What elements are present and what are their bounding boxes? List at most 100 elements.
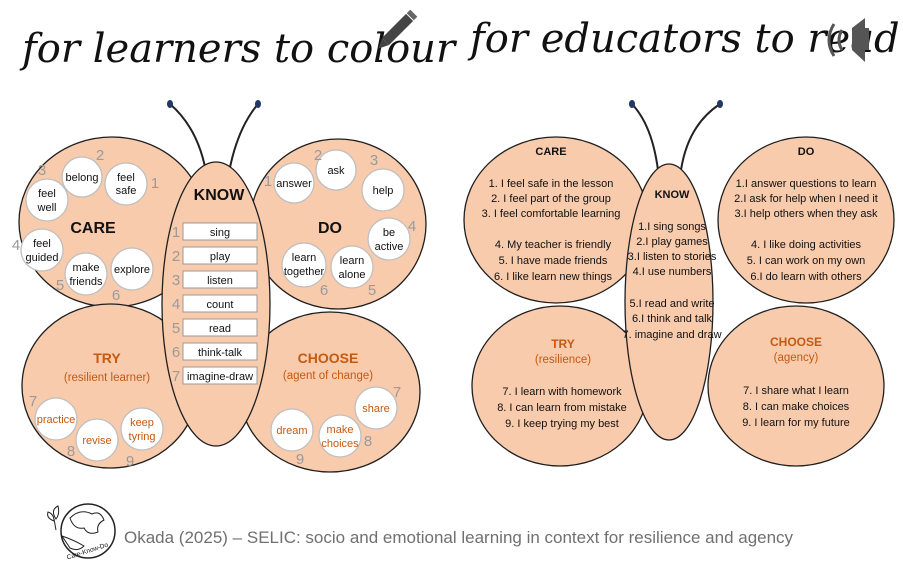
know-body [624, 163, 714, 441]
svg-text:feel: feel [38, 188, 56, 200]
svg-text:2: 2 [96, 147, 104, 164]
try-bubble[interactable]: practice 7 [29, 393, 78, 441]
speaker-icon[interactable] [827, 18, 869, 62]
svg-text:belong: belong [65, 172, 98, 184]
svg-text:3: 3 [370, 152, 378, 169]
do-bubble[interactable]: learn together 6 [281, 242, 328, 299]
svg-text:7: 7 [393, 384, 401, 401]
svg-text:help: help [373, 185, 394, 197]
svg-text:feel: feel [33, 238, 51, 250]
left-antenna [631, 103, 659, 171]
care-bubble[interactable]: feel guided 4 [12, 228, 64, 272]
pencil-icon [378, 9, 418, 49]
svg-text:be: be [383, 227, 395, 239]
choose-title: CHOOSE [298, 350, 359, 366]
svg-text:safe: safe [116, 185, 137, 197]
do-statement: 6.I do learn with others [750, 271, 862, 283]
svg-text:3: 3 [38, 162, 46, 179]
svg-text:practice: practice [37, 414, 76, 426]
care-bubble[interactable]: make friends 5 [56, 252, 108, 296]
know-item[interactable]: 5 read [172, 318, 258, 337]
svg-text:together: together [284, 266, 325, 278]
do-statement: 5. I can work on my own [747, 255, 866, 267]
do-bubble[interactable]: ask 2 [314, 147, 357, 191]
care-title: CARE [70, 220, 116, 237]
svg-text:sing: sing [210, 227, 230, 239]
do-statement: 1.I answer questions to learn [736, 178, 877, 190]
know-statement: 2.I play games [636, 236, 708, 248]
choose-bubble[interactable]: share 7 [354, 384, 401, 430]
do-bubble[interactable]: help 3 [361, 152, 405, 212]
try-statement: 9. I keep trying my best [505, 418, 619, 430]
svg-text:listen: listen [207, 275, 233, 287]
choose-bubble[interactable]: make choices 8 [318, 414, 372, 458]
know-statement: 4.I use numbers [633, 266, 712, 278]
try-title: TRY [551, 337, 575, 351]
svg-text:answer: answer [276, 178, 312, 190]
care-statement: 1. I feel safe in the lesson [489, 178, 614, 190]
care-statement: 6. I like learn new things [494, 271, 613, 283]
svg-text:friends: friends [69, 276, 103, 288]
know-item[interactable]: 7 imagine-draw [172, 366, 258, 385]
try-statement: 8. I can learn from mistake [497, 402, 627, 414]
know-item[interactable]: 4 count [172, 294, 258, 313]
svg-text:well: well [37, 202, 57, 214]
try-bubble[interactable]: revise 8 [67, 418, 119, 462]
svg-text:count: count [207, 299, 234, 311]
svg-text:learn: learn [292, 252, 316, 264]
svg-text:share: share [362, 403, 390, 415]
choose-statement: 8. I can make choices [743, 401, 850, 413]
know-item[interactable]: 3 listen [172, 270, 258, 289]
choose-bubble[interactable]: dream 9 [270, 408, 314, 468]
care-statement: 4. My teacher is friendly [495, 239, 612, 251]
know-title: KNOW [194, 187, 246, 204]
know-title: KNOW [655, 189, 690, 201]
svg-text:keep: keep [130, 417, 154, 429]
choose-statement: 7. I share what I learn [743, 385, 849, 397]
do-wing [717, 136, 895, 304]
do-statement: 4. I like doing activities [751, 239, 862, 251]
right-antenna [680, 103, 721, 171]
try-bubble[interactable]: keep tyring 9 [120, 407, 164, 470]
svg-text:1: 1 [151, 175, 159, 192]
care-bubble[interactable]: explore 6 [110, 247, 154, 304]
svg-text:2: 2 [314, 147, 322, 164]
know-statement: 3.I listen to stories [628, 251, 717, 263]
svg-text:5: 5 [172, 320, 180, 337]
svg-text:choices: choices [321, 438, 359, 450]
choose-subtitle: (agency) [774, 352, 819, 364]
do-bubble[interactable]: learn alone 5 [330, 245, 376, 299]
svg-text:9: 9 [296, 451, 304, 468]
svg-text:feel: feel [117, 172, 135, 184]
svg-text:8: 8 [67, 443, 75, 460]
svg-text:think-talk: think-talk [198, 347, 243, 359]
know-item[interactable]: 6 think-talk [172, 342, 258, 361]
care-bubble[interactable]: belong 2 [61, 147, 104, 198]
do-title: DO [798, 146, 815, 158]
svg-text:6: 6 [172, 344, 180, 361]
know-item[interactable]: 2 play [172, 246, 258, 265]
care-statement: 2. I feel part of the group [491, 193, 611, 205]
svg-text:6: 6 [320, 282, 328, 299]
choose-statement: 9. I learn for my future [742, 417, 850, 429]
globe-logo-icon: Care-Know-Do [47, 503, 116, 562]
svg-text:6: 6 [112, 287, 120, 304]
svg-text:1: 1 [172, 224, 180, 241]
care-title: CARE [535, 146, 566, 158]
svg-text:3: 3 [172, 272, 180, 289]
try-subtitle: (resilient learner) [64, 372, 150, 384]
svg-text:8: 8 [364, 433, 372, 450]
know-items: 1 sing 2 play 3 listen 4 count 5 [172, 222, 258, 385]
svg-text:4: 4 [408, 218, 416, 235]
citation: Okada (2025) – SELIC: socio and emotiona… [124, 528, 794, 547]
left-butterfly: KNOW 1 sing 2 play 3 listen 4 count [12, 100, 427, 473]
know-item[interactable]: 1 sing [172, 222, 258, 241]
care-bubble[interactable]: feel well 3 [25, 162, 69, 222]
care-bubble[interactable]: feel safe 1 [104, 162, 159, 206]
do-bubble[interactable]: answer 1 [264, 162, 315, 204]
svg-text:learn: learn [340, 255, 364, 267]
try-title: TRY [93, 350, 121, 366]
svg-text:7: 7 [29, 393, 37, 410]
svg-text:play: play [210, 251, 231, 263]
do-bubble[interactable]: be active 4 [367, 217, 416, 261]
